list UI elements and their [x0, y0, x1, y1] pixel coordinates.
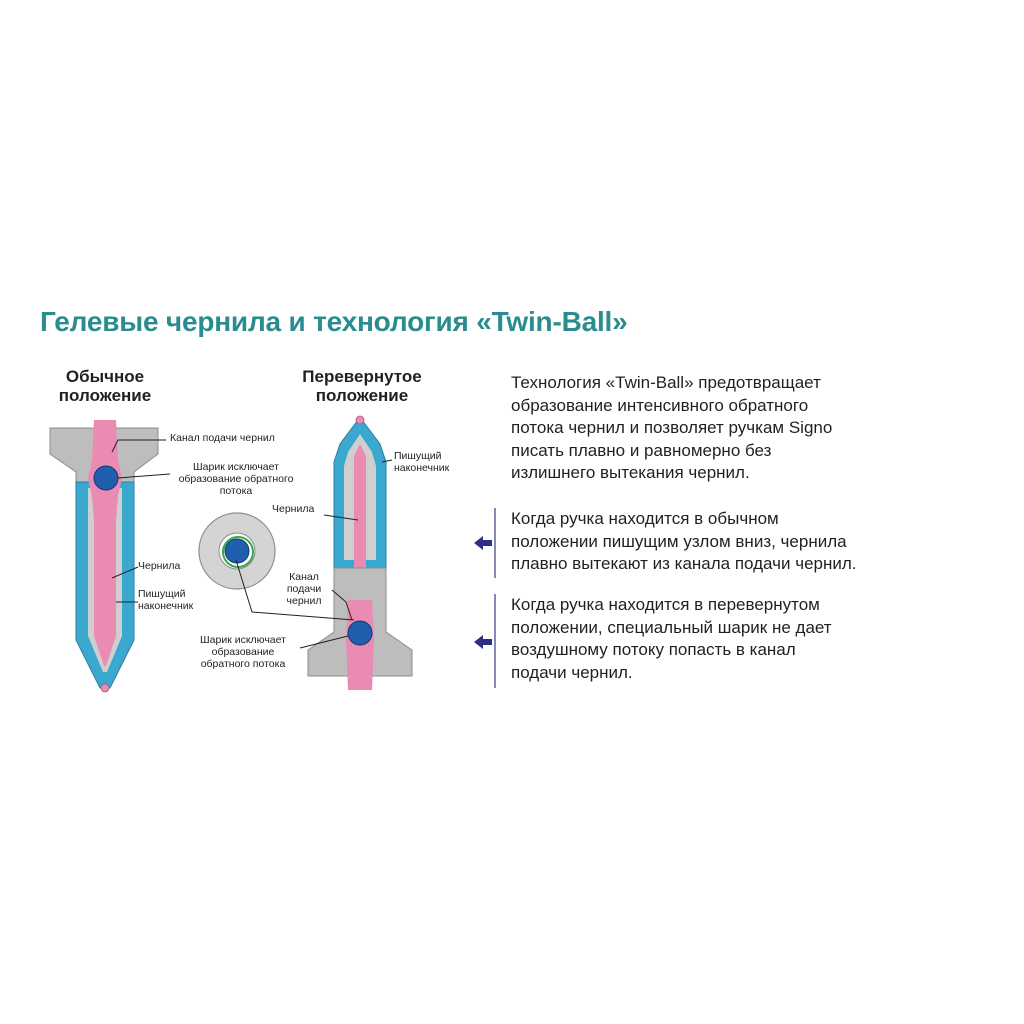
- inverted-pen-drawing: [307, 415, 413, 690]
- intro-paragraph: Технология «Twin-Ball» предотвращает обр…: [511, 373, 833, 482]
- arrow-left-icon: [474, 536, 492, 649]
- cross-section-drawing: [198, 512, 276, 590]
- inverted-paragraph: Когда ручка находится в перевернутом пол…: [511, 595, 832, 682]
- inverted-ink-label: Чернила: [272, 503, 315, 515]
- divider-bar: [494, 508, 496, 578]
- page-title: Гелевые чернила и технология «Twin-Ball»: [40, 306, 628, 337]
- inverted-ball-label: Шарик исключает образование обратного по…: [200, 634, 286, 670]
- normal-pen-drawing: [49, 420, 159, 693]
- normal-position-heading: Обычное положение: [58, 367, 152, 405]
- inverted-channel-label: Канал подачи чернил: [286, 571, 322, 607]
- ball-label: Шарик исключает образование обратного по…: [178, 461, 294, 497]
- inverted-tip-label: Пишущий наконечник: [394, 450, 450, 474]
- ink-label: Чернила: [138, 560, 181, 572]
- leader-lines: [111, 439, 393, 649]
- tip-label: Пишущий наконечник: [138, 588, 194, 612]
- inverted-position-heading: Перевернутое положение: [302, 367, 422, 405]
- normal-paragraph: Когда ручка находится в обычном положени…: [511, 509, 857, 573]
- channel-label: Канал подачи чернил: [170, 432, 275, 444]
- divider-bar: [494, 594, 496, 688]
